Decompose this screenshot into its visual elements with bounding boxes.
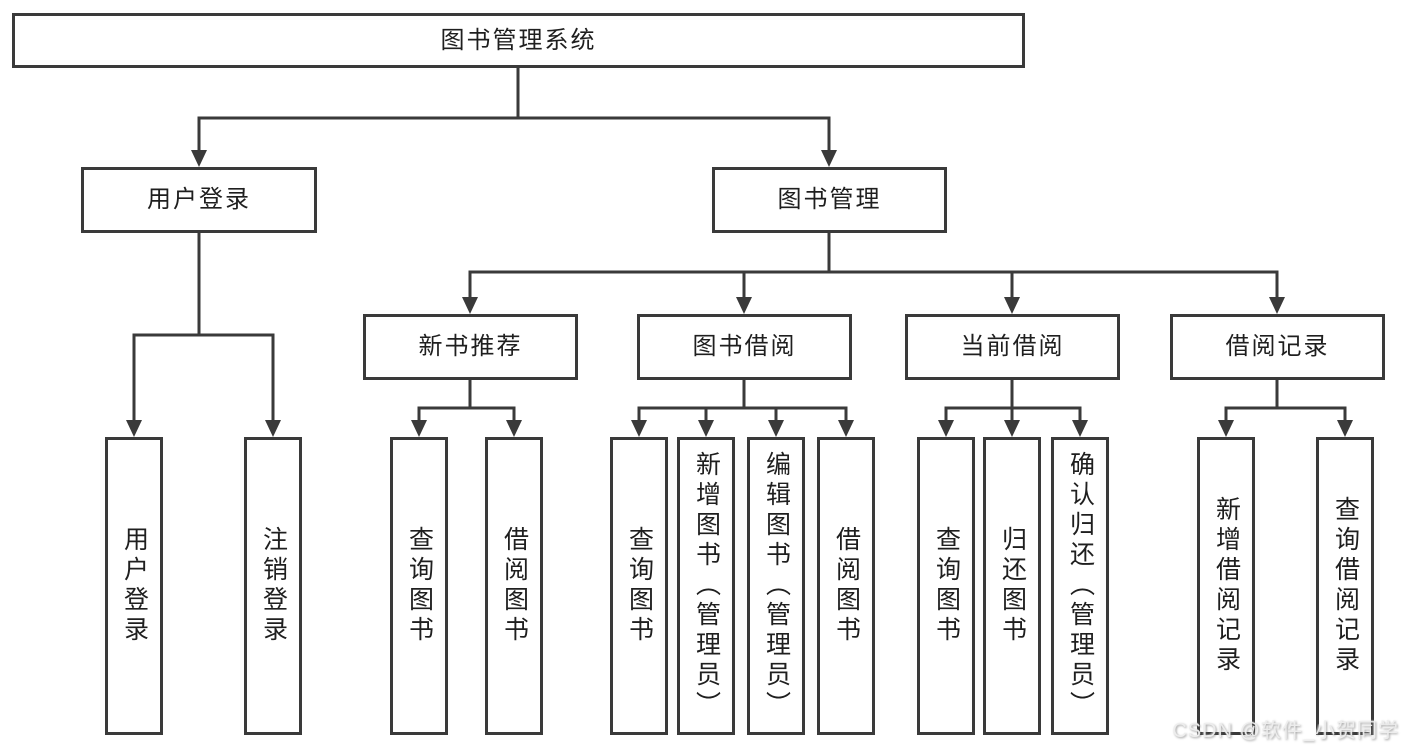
leaf-edit-book-admin: 编辑图书（管理员） [747,437,805,735]
node-book-management: 图书管理 [712,167,947,233]
node-new-book-recommend: 新书推荐 [363,314,578,380]
leaf-logout: 注销登录 [244,437,302,735]
leaf-confirm-return-admin: 确认归还（管理员） [1051,437,1109,735]
node-library-system: 图书管理系统 [12,13,1025,68]
csdn-watermark: CSDN @软件_小贺同学 [1172,720,1399,742]
leaf-return-book: 归还图书 [983,437,1041,735]
leaf-user-login: 用户登录 [105,437,163,735]
node-user-login: 用户登录 [81,167,317,233]
leaf-query-books-borrow: 查询图书 [610,437,668,735]
node-borrow-records: 借阅记录 [1170,314,1385,380]
leaf-query-books-recommend: 查询图书 [390,437,448,735]
leaf-borrow-books: 借阅图书 [817,437,875,735]
leaf-add-book-admin: 新增图书（管理员） [677,437,735,735]
leaf-add-borrow-record: 新增借阅记录 [1197,437,1255,735]
leaf-query-borrow-record: 查询借阅记录 [1316,437,1374,735]
node-current-borrow: 当前借阅 [905,314,1120,380]
node-book-borrow: 图书借阅 [637,314,852,380]
leaf-borrow-books-recommend: 借阅图书 [485,437,543,735]
leaf-query-books-current: 查询图书 [917,437,975,735]
